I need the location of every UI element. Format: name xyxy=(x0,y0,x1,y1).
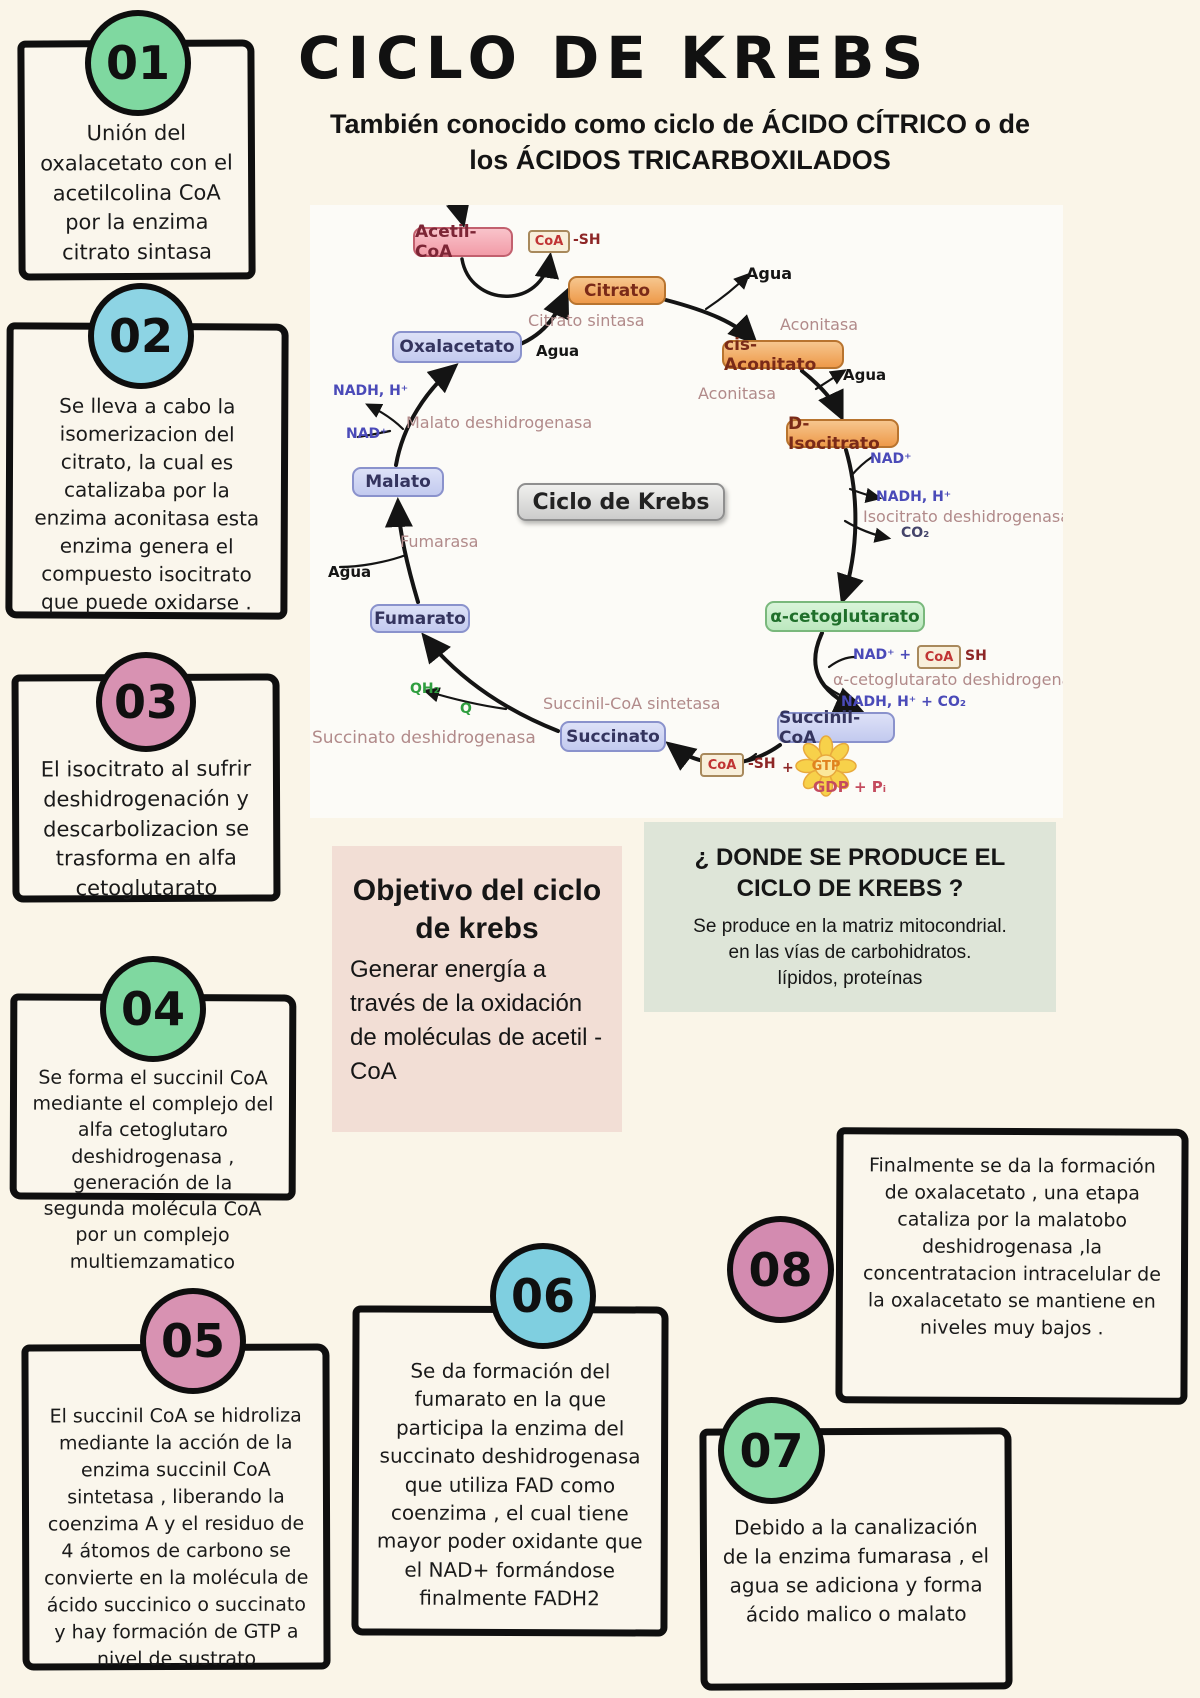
cofactor-qh2: QH₂ xyxy=(410,681,440,697)
cofactor-agua-2: Agua xyxy=(536,342,580,360)
node-acetil-coa: Acetil-CoA xyxy=(413,222,513,262)
step-06-box: Se da formación del fumarato en la que p… xyxy=(351,1305,669,1637)
node-succinil-coa: Succinil-CoA xyxy=(777,708,895,748)
enzyme-succinil-coa-sintetasa: Succinil-CoA sintetasa xyxy=(543,694,721,713)
gtp-starburst-icon xyxy=(795,735,857,797)
step-05-text: El succinil CoA se hidroliza mediante la… xyxy=(44,1404,309,1670)
step-08-badge: 08 xyxy=(727,1216,834,1323)
node-ciclo-de-krebs-center: Ciclo de Krebs xyxy=(517,483,725,521)
step-01-badge: 01 xyxy=(85,10,191,116)
label-plus-bottom: + xyxy=(782,760,794,776)
cofactor-agua-4: Agua xyxy=(328,563,372,581)
label-sh-top: -SH xyxy=(573,232,601,248)
node-malato: Malato xyxy=(352,467,444,497)
enzyme-aconitasa-1: Aconitasa xyxy=(780,315,859,334)
cofactor-nadh-h-right: NADH, H⁺ xyxy=(876,489,952,505)
node-cis-aconitato: cis-Aconitato xyxy=(722,335,844,375)
enzyme-isocitrato-deshidrogenasa: Isocitrato deshidrogenasa xyxy=(863,507,1063,526)
node-succinato: Succinato xyxy=(560,721,666,752)
label-sh-mid: SH xyxy=(965,648,987,664)
cycle-arrows xyxy=(338,205,892,771)
enzyme-aconitasa-2: Aconitasa xyxy=(698,384,777,403)
step-03-badge: 03 xyxy=(96,652,196,752)
step-02-badge: 02 xyxy=(88,283,194,389)
node-coa-top: CoA xyxy=(528,230,570,253)
cofactor-nad-right: NAD⁺ xyxy=(870,451,912,467)
step-08-box: Finalmente se da la formación de oxalace… xyxy=(835,1127,1189,1405)
label-gtp: GTP xyxy=(811,758,841,774)
cofactor-nad-plus: NAD⁺ + xyxy=(853,647,912,663)
objetivo-title: Objetivo del ciclo de krebs xyxy=(352,874,602,945)
cofactor-q: Q xyxy=(460,701,472,717)
enzyme-succinato-deshidrogenasa: Succinato deshidrogenasa xyxy=(312,728,536,748)
node-citrato: Citrato xyxy=(568,276,666,305)
step-05-box: El succinil CoA se hidroliza mediante la… xyxy=(21,1343,331,1671)
label-sh-bottom: -SH xyxy=(748,756,776,772)
step-06-badge: 06 xyxy=(490,1243,596,1349)
enzyme-alfa-cetoglutarato-deshidrogenasa: α-cetoglutarato deshidrogenasa xyxy=(833,670,1063,689)
step-05-badge: 05 xyxy=(140,1288,246,1394)
cofactor-nad-left: NAD⁺ xyxy=(346,426,388,442)
node-coa-mid: CoA xyxy=(917,645,961,669)
cofactor-co2: CO₂ xyxy=(901,525,930,541)
objetivo-panel: Objetivo del ciclo de krebs Generar ener… xyxy=(332,846,622,1132)
donde-body: Se produce en la matriz mitocondrial. en… xyxy=(693,916,1007,989)
cofactor-gdp-pi: GDP + Pᵢ xyxy=(813,778,887,796)
donde-panel: ¿ DONDE SE PRODUCE EL CICLO DE KREBS ? S… xyxy=(644,822,1056,1012)
cofactor-nadh-h-left: NADH, H⁺ xyxy=(333,383,409,399)
node-d-isocitrato: D-Isocitrato xyxy=(786,414,899,454)
cofactor-agua-3: Agua xyxy=(843,366,887,384)
enzyme-fumarasa: Fumarasa xyxy=(400,532,479,551)
gtp-starburst: GTP xyxy=(795,735,857,797)
donde-title: ¿ DONDE SE PRODUCE EL CICLO DE KREBS ? xyxy=(694,844,1006,903)
step-07-badge: 07 xyxy=(718,1397,825,1504)
node-coa-bottom: CoA xyxy=(700,753,744,777)
krebs-cycle-diagram: Acetil-CoA CoA -SH Citrato Oxalacetato c… xyxy=(310,205,1063,818)
step-08-text: Finalmente se da la formación de oxalace… xyxy=(862,1154,1161,1340)
cofactor-agua-1: Agua xyxy=(746,264,793,283)
objetivo-body: Generar energía a través de la oxidación… xyxy=(350,956,603,1086)
enzyme-malato-deshidrogenasa: Malato deshidrogenasa xyxy=(406,413,593,432)
step-04-badge: 04 xyxy=(100,956,206,1062)
node-fumarato: Fumarato xyxy=(370,604,470,633)
page-subtitle: También conocido como ciclo de ÁCIDO CÍT… xyxy=(329,109,1031,176)
node-oxalacetato: Oxalacetato xyxy=(392,331,522,363)
page-title: CICLO DE KREBS xyxy=(298,24,931,92)
enzyme-citrato-sintasa: Citrato sintasa xyxy=(528,311,645,330)
step-06-text: Se da formación del fumarato en la que p… xyxy=(376,1358,643,1611)
cofactor-nadh-h-co2: NADH, H⁺ + CO₂ xyxy=(841,694,966,710)
node-alfa-cetoglutarato: α-cetoglutarato xyxy=(765,601,925,632)
